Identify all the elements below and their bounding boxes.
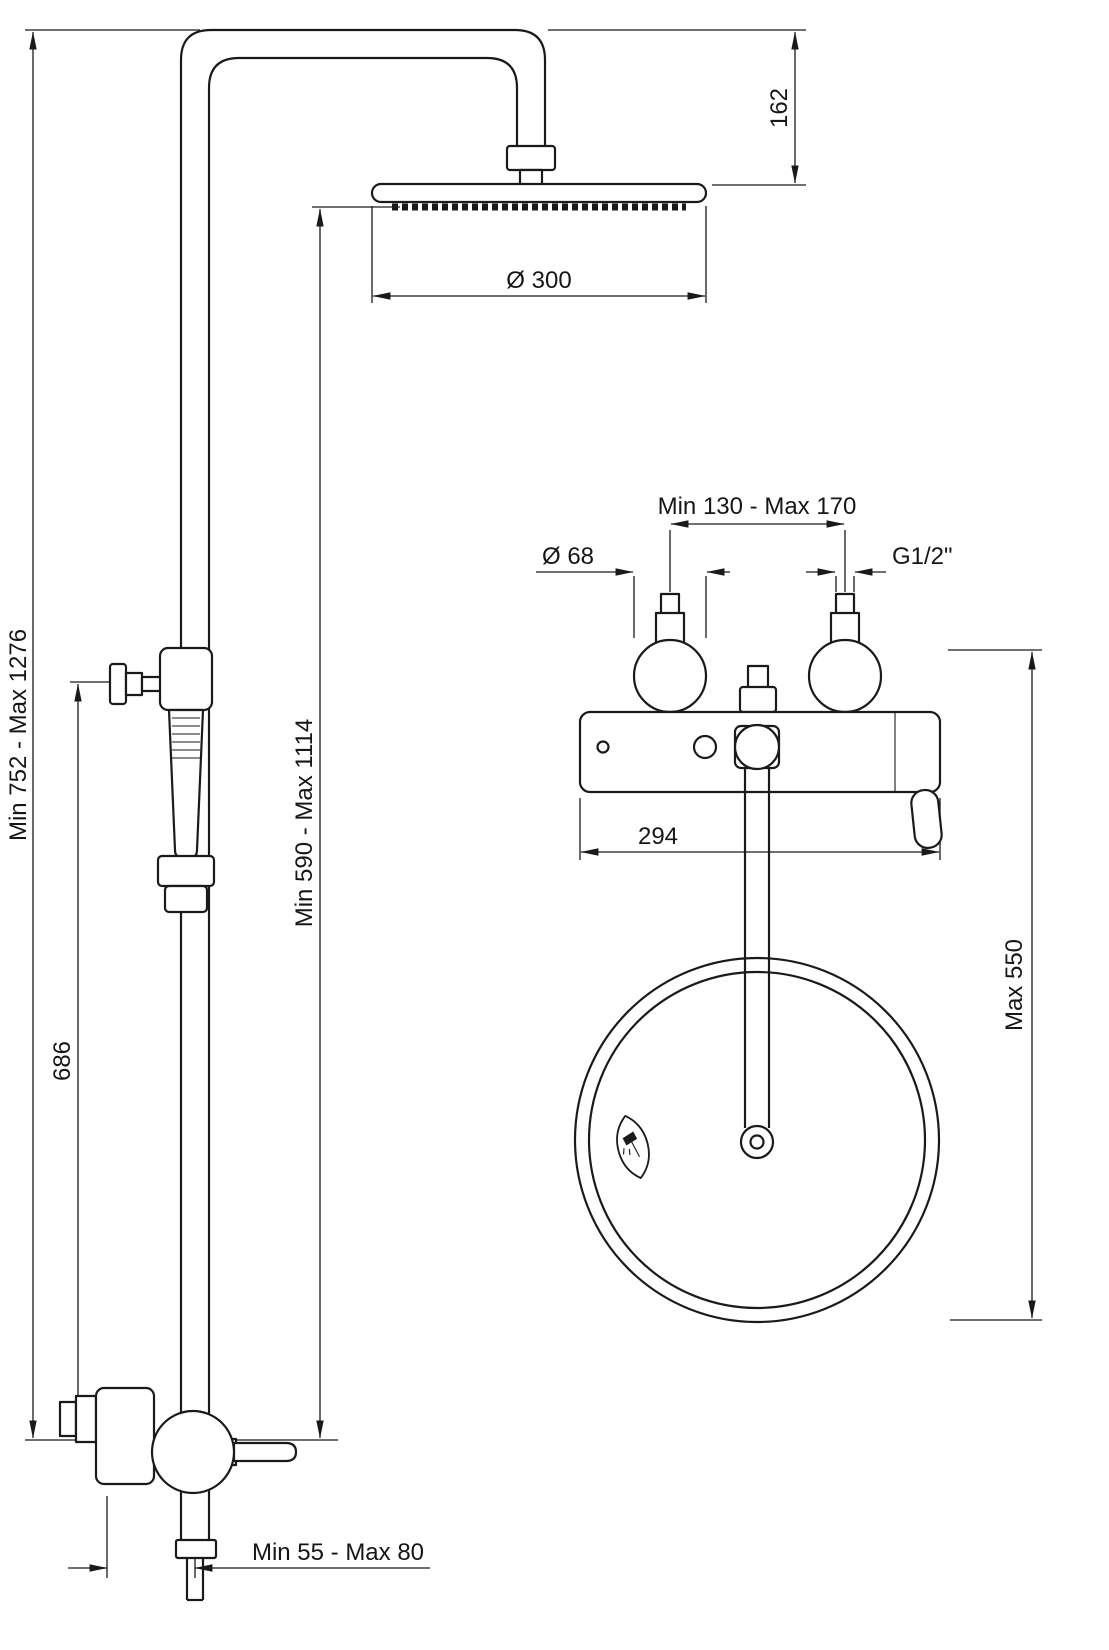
valve-cap-right — [834, 592, 856, 616]
riser-pipe-inner — [207, 56, 519, 1540]
dim-holder-height: 686 — [49, 683, 82, 1439]
dim-label-thread: G1/2" — [892, 543, 953, 570]
dim-label-holder-height: 686 — [49, 1041, 76, 1081]
riser-pipe — [179, 28, 547, 1540]
wall-union-outer — [58, 1400, 78, 1438]
diverter-base — [738, 685, 778, 714]
shower-column-side-view — [58, 28, 708, 1602]
dim-inlet-spacing: Min 130 - Max 170 — [658, 493, 857, 528]
diverter-cap — [746, 664, 770, 690]
thermostat-knob-left — [632, 638, 708, 714]
valve-stem-right — [829, 611, 861, 645]
thermostat-knob-right — [807, 638, 883, 714]
valve-stem-left — [654, 611, 686, 645]
hose-loop-outer — [573, 956, 941, 1324]
slider-clamp-lower — [163, 884, 209, 914]
mixer-lever-front — [910, 788, 943, 850]
handshower-grip-lines — [172, 717, 200, 759]
dim-head-diameter: Ø 300 — [372, 267, 706, 300]
handshower-holder-neck — [124, 671, 144, 697]
dim-overall-height: Min 752 - Max 1276 — [5, 31, 37, 1439]
dim-handle-diameter: Ø 68 — [536, 543, 730, 576]
hose-end-connector-inner — [749, 1134, 765, 1150]
handshower-cradle — [158, 646, 214, 712]
mixer-front-view — [573, 592, 943, 1324]
dim-label-overall-height: Min 752 - Max 1276 — [5, 629, 32, 841]
dim-label-head-drop: 162 — [766, 88, 793, 128]
outlet-fitting — [174, 1538, 218, 1560]
wall-union-inner — [74, 1394, 98, 1444]
dim-label-head-diameter: Ø 300 — [506, 267, 571, 294]
hose-nut — [733, 723, 781, 771]
dim-head-drop: 162 — [766, 31, 799, 184]
side-view-dimensions: Min 752 - Max 1276 686 Min 590 - Max 111… — [5, 29, 806, 1578]
handshower-holder-knob — [108, 662, 128, 706]
hose-loop-inner — [587, 970, 927, 1310]
mixer-body-side — [94, 1386, 156, 1486]
hose-end-connector — [739, 1124, 775, 1160]
front-view-dimensions: Min 130 - Max 170 Ø 68 G1/2" 294 Max 550 — [536, 493, 1042, 1321]
dim-body-width: 294 — [580, 823, 940, 856]
dim-label-wall-offset: Min 55 - Max 80 — [252, 1539, 424, 1566]
dim-hose-length: Max 550 — [1001, 651, 1036, 1319]
dim-label-riser-height: Min 590 - Max 1114 — [291, 719, 318, 928]
dim-label-inlet-spacing: Min 130 - Max 170 — [658, 493, 857, 520]
valve-cap-left — [659, 592, 681, 616]
diverter-button — [692, 734, 718, 760]
handshower-handle — [167, 708, 205, 860]
shower-head-fitting — [505, 144, 557, 172]
hose-drop-lines — [743, 769, 771, 1128]
dim-wall-offset: Min 55 - Max 80 — [68, 1539, 430, 1572]
dim-label-body-width: 294 — [638, 823, 678, 850]
outlet-nipple — [185, 1558, 205, 1602]
slider-clamp-upper — [156, 854, 216, 888]
handshower-icon — [616, 1115, 650, 1179]
dim-label-handle-diameter: Ø 68 — [542, 543, 594, 570]
shower-head — [370, 182, 708, 204]
dim-riser-height: Min 590 - Max 1114 — [291, 208, 324, 1439]
dim-thread: G1/2" — [806, 543, 953, 576]
dim-label-hose-length: Max 550 — [1001, 939, 1028, 1031]
mixer-lever-side — [232, 1441, 298, 1463]
screw-hole — [596, 740, 610, 754]
mixer-knob-side — [150, 1409, 236, 1495]
